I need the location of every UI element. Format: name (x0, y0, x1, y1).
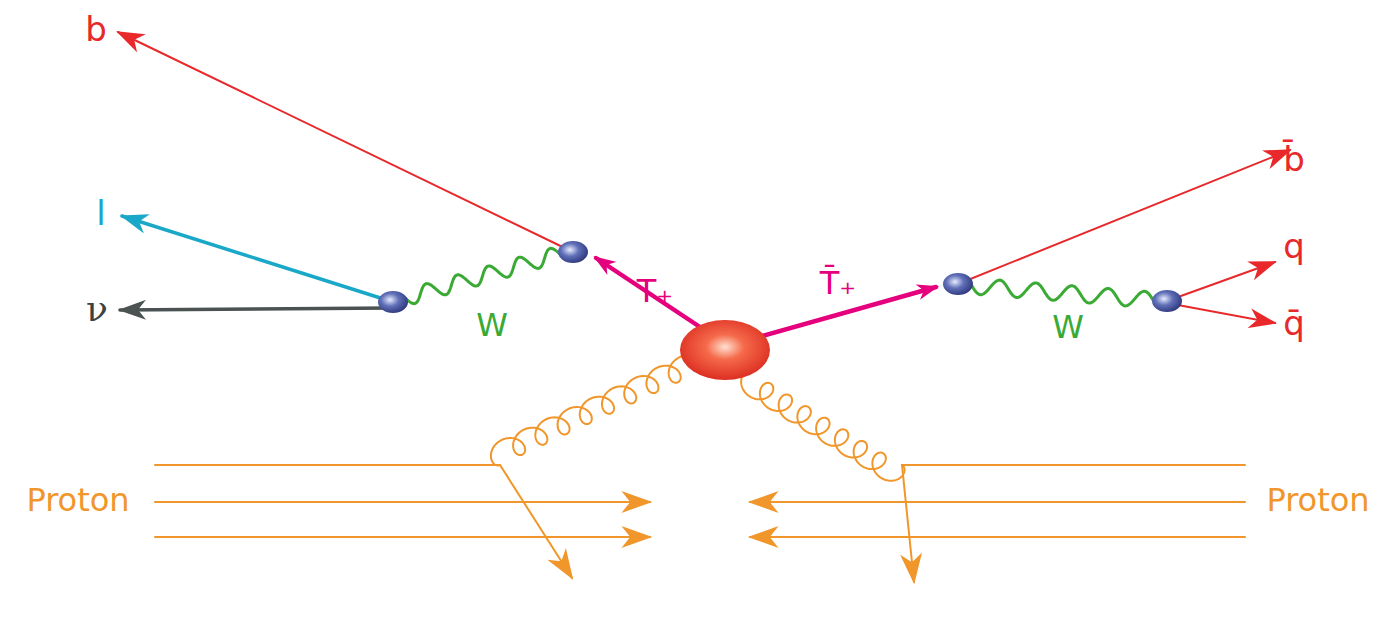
proton-quark-line (750, 501, 1245, 503)
top-partner-line (596, 258, 712, 335)
vertex-dot (558, 241, 588, 263)
w-boson-line (405, 248, 560, 303)
particle-label: b̄ (1283, 141, 1305, 178)
particle-label: ν (86, 289, 108, 329)
interaction-blob (680, 320, 770, 380)
particle-label: q̄ (1283, 305, 1305, 342)
proton-quark-line (750, 536, 1245, 538)
vertex-dot (378, 291, 408, 313)
particle-label: T̄₊ (820, 266, 856, 301)
vertex-dot (943, 273, 973, 295)
particle-label: W (1052, 310, 1084, 345)
particle-label: l (96, 195, 105, 232)
particle-label: b (85, 11, 107, 48)
proton-quark-line (902, 465, 1245, 582)
proton-quark-line (155, 536, 650, 538)
b-quark-line (118, 32, 573, 252)
proton-label: Proton (26, 483, 129, 518)
particle-label: q (1283, 228, 1305, 265)
antib-quark-line (958, 150, 1290, 284)
antiquark-line (1167, 303, 1275, 323)
proton-quark-line (155, 465, 572, 578)
w-boson-line (972, 280, 1153, 306)
particle-label: T₊ (637, 274, 673, 309)
quark-line (1167, 262, 1275, 301)
proton-quark-line (155, 501, 650, 503)
neutrino-line (120, 308, 393, 310)
vertex-dot (1152, 290, 1182, 312)
gluon-line (491, 355, 703, 465)
particle-label: W (476, 308, 508, 343)
proton-label: Proton (1266, 483, 1369, 518)
gluon-line (741, 371, 904, 480)
lepton-line (122, 216, 393, 302)
